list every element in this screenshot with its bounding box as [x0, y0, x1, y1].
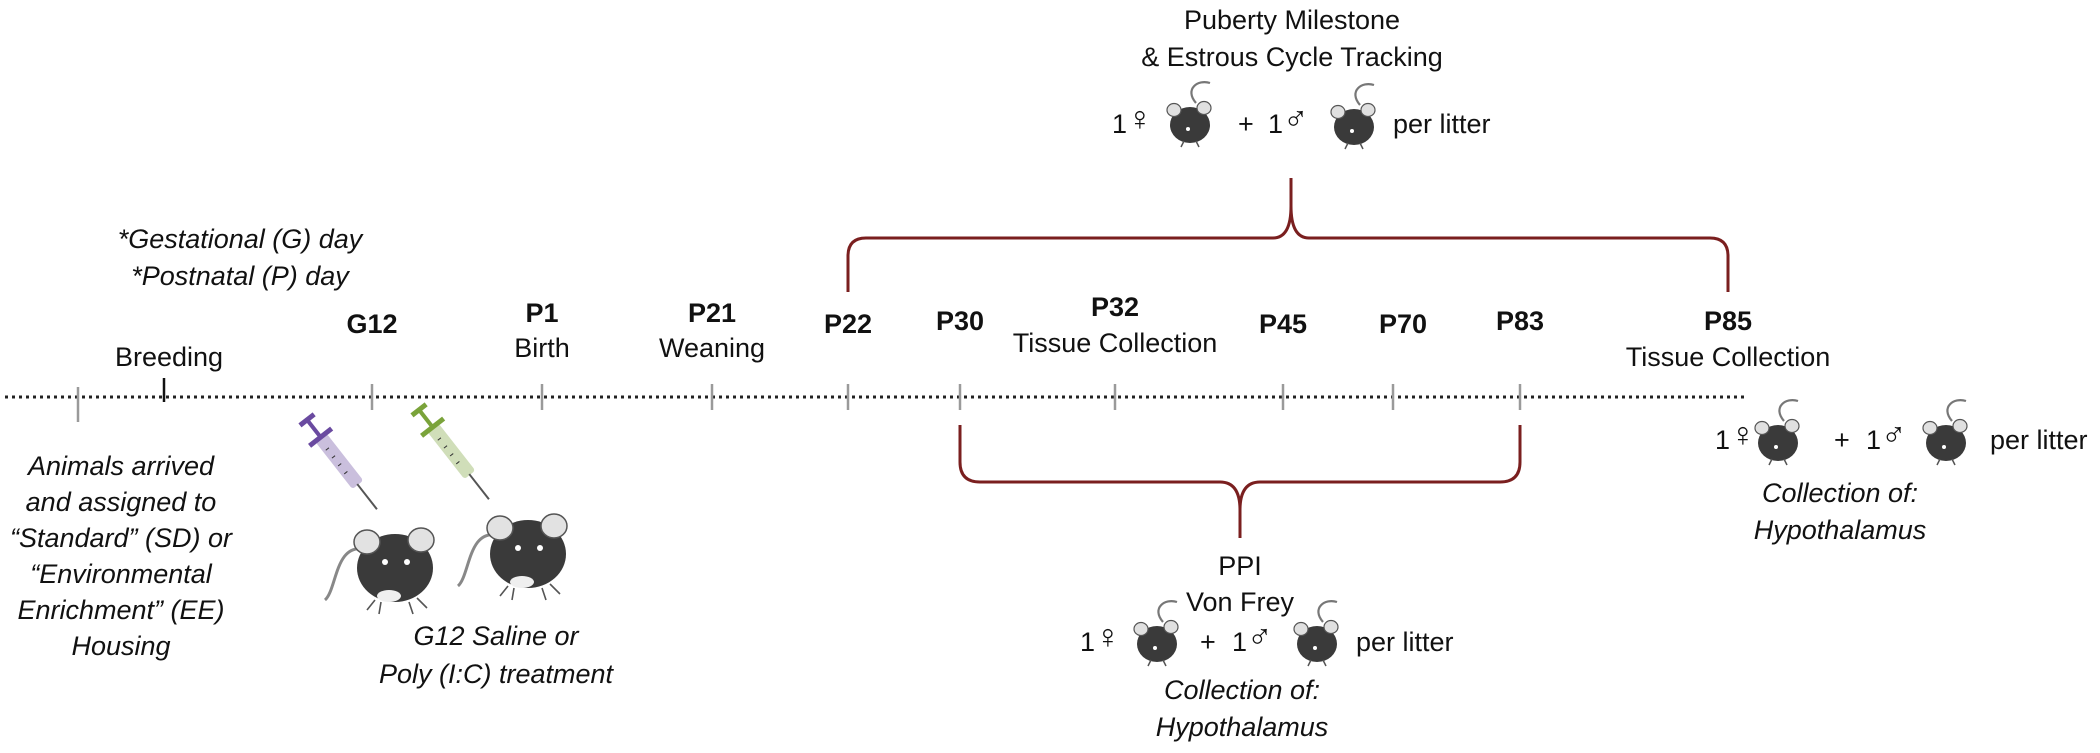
- puberty-title-line: Puberty Milestone: [1183, 5, 1401, 35]
- mouse-icon: [1921, 399, 1969, 467]
- behavior-brace: [958, 425, 1522, 538]
- arrival-description: Animals arrived and assigned to “Standar…: [10, 448, 232, 664]
- label-p32: P32: [1090, 292, 1140, 322]
- female-symbol-icon: ♀: [1730, 416, 1756, 454]
- label-p1: P1: [525, 298, 559, 328]
- male-symbol-icon: ♂: [1283, 100, 1309, 138]
- collection-line: Collection of:: [1761, 478, 1919, 508]
- final-per-litter: per litter: [1990, 425, 2088, 455]
- mouse-icon: [1292, 600, 1340, 668]
- arrival-line: Animals arrived: [27, 451, 215, 481]
- mouse-icon: [1329, 83, 1377, 151]
- arrival-line: “Standard” (SD) or: [9, 523, 233, 553]
- behavior-tests: PPI Von Frey: [1186, 548, 1294, 620]
- label-g12: G12: [346, 309, 398, 339]
- puberty-female-count: 1: [1112, 109, 1128, 139]
- label-weaning: Weaning: [658, 333, 766, 363]
- label-p21: P21: [687, 298, 737, 328]
- final-male-count: 1: [1866, 425, 1882, 455]
- final-collection: Collection of: Hypothalamus: [1754, 475, 1927, 549]
- puberty-plus: +: [1238, 109, 1254, 139]
- label-p30: P30: [935, 306, 985, 336]
- behavior-plus: +: [1200, 627, 1216, 657]
- treatment-line: G12 Saline or: [413, 621, 579, 651]
- behavior-per-litter: per litter: [1356, 627, 1454, 657]
- mouse-icon: [1165, 81, 1213, 149]
- label-birth: Birth: [514, 333, 570, 363]
- treatment-line: Poly (I:C) treatment: [378, 659, 614, 689]
- label-p32-tissue: Tissue Collection: [1012, 328, 1218, 358]
- label-p83: P83: [1495, 306, 1545, 336]
- collection-line: Hypothalamus: [1155, 712, 1329, 742]
- behavior-female-count: 1: [1080, 627, 1096, 657]
- behavior-male-count: 1: [1232, 627, 1248, 657]
- collection-line: Collection of:: [1163, 675, 1321, 705]
- puberty-brace: [846, 178, 1730, 292]
- final-female-count: 1: [1715, 425, 1731, 455]
- male-symbol-icon: ♂: [1247, 618, 1273, 656]
- arrival-line: Enrichment” (EE): [17, 595, 225, 625]
- arrival-line: “Environmental: [30, 559, 212, 589]
- collection-line: Hypothalamus: [1753, 515, 1927, 545]
- arrival-line: Housing: [71, 631, 171, 661]
- mouse-icon: [1132, 600, 1180, 668]
- female-symbol-icon: ♀: [1095, 618, 1121, 656]
- female-symbol-icon: ♀: [1127, 100, 1153, 138]
- mouse-icon: [323, 526, 436, 616]
- syringe-icon: [293, 408, 389, 519]
- puberty-title-line: & Estrous Cycle Tracking: [1141, 42, 1443, 72]
- syringe-icon: [405, 398, 501, 509]
- behavior-collection: Collection of: Hypothalamus: [1156, 672, 1329, 746]
- treatment-description: G12 Saline or Poly (I:C) treatment: [379, 617, 613, 693]
- puberty-per-litter: per litter: [1393, 109, 1491, 139]
- label-p85: P85: [1703, 306, 1753, 336]
- male-symbol-icon: ♂: [1881, 416, 1907, 454]
- puberty-title: Puberty Milestone & Estrous Cycle Tracki…: [1141, 2, 1443, 76]
- timeline-ticks: [76, 384, 1522, 422]
- final-plus: +: [1834, 425, 1850, 455]
- arrival-line: and assigned to: [25, 487, 217, 517]
- label-p45: P45: [1258, 309, 1308, 339]
- label-p22: P22: [823, 309, 873, 339]
- note-gestational: *Gestational (G) day: [117, 224, 363, 254]
- behavior-line: PPI: [1218, 551, 1262, 581]
- mouse-icon: [456, 512, 569, 602]
- behavior-line: Von Frey: [1185, 587, 1295, 617]
- note-postnatal: *Postnatal (P) day: [131, 261, 349, 291]
- puberty-male-count: 1: [1268, 109, 1284, 139]
- label-breeding: Breeding: [114, 342, 224, 372]
- label-p85-tissue: Tissue Collection: [1625, 342, 1831, 372]
- label-p70: P70: [1378, 309, 1428, 339]
- mouse-icon: [1753, 399, 1801, 467]
